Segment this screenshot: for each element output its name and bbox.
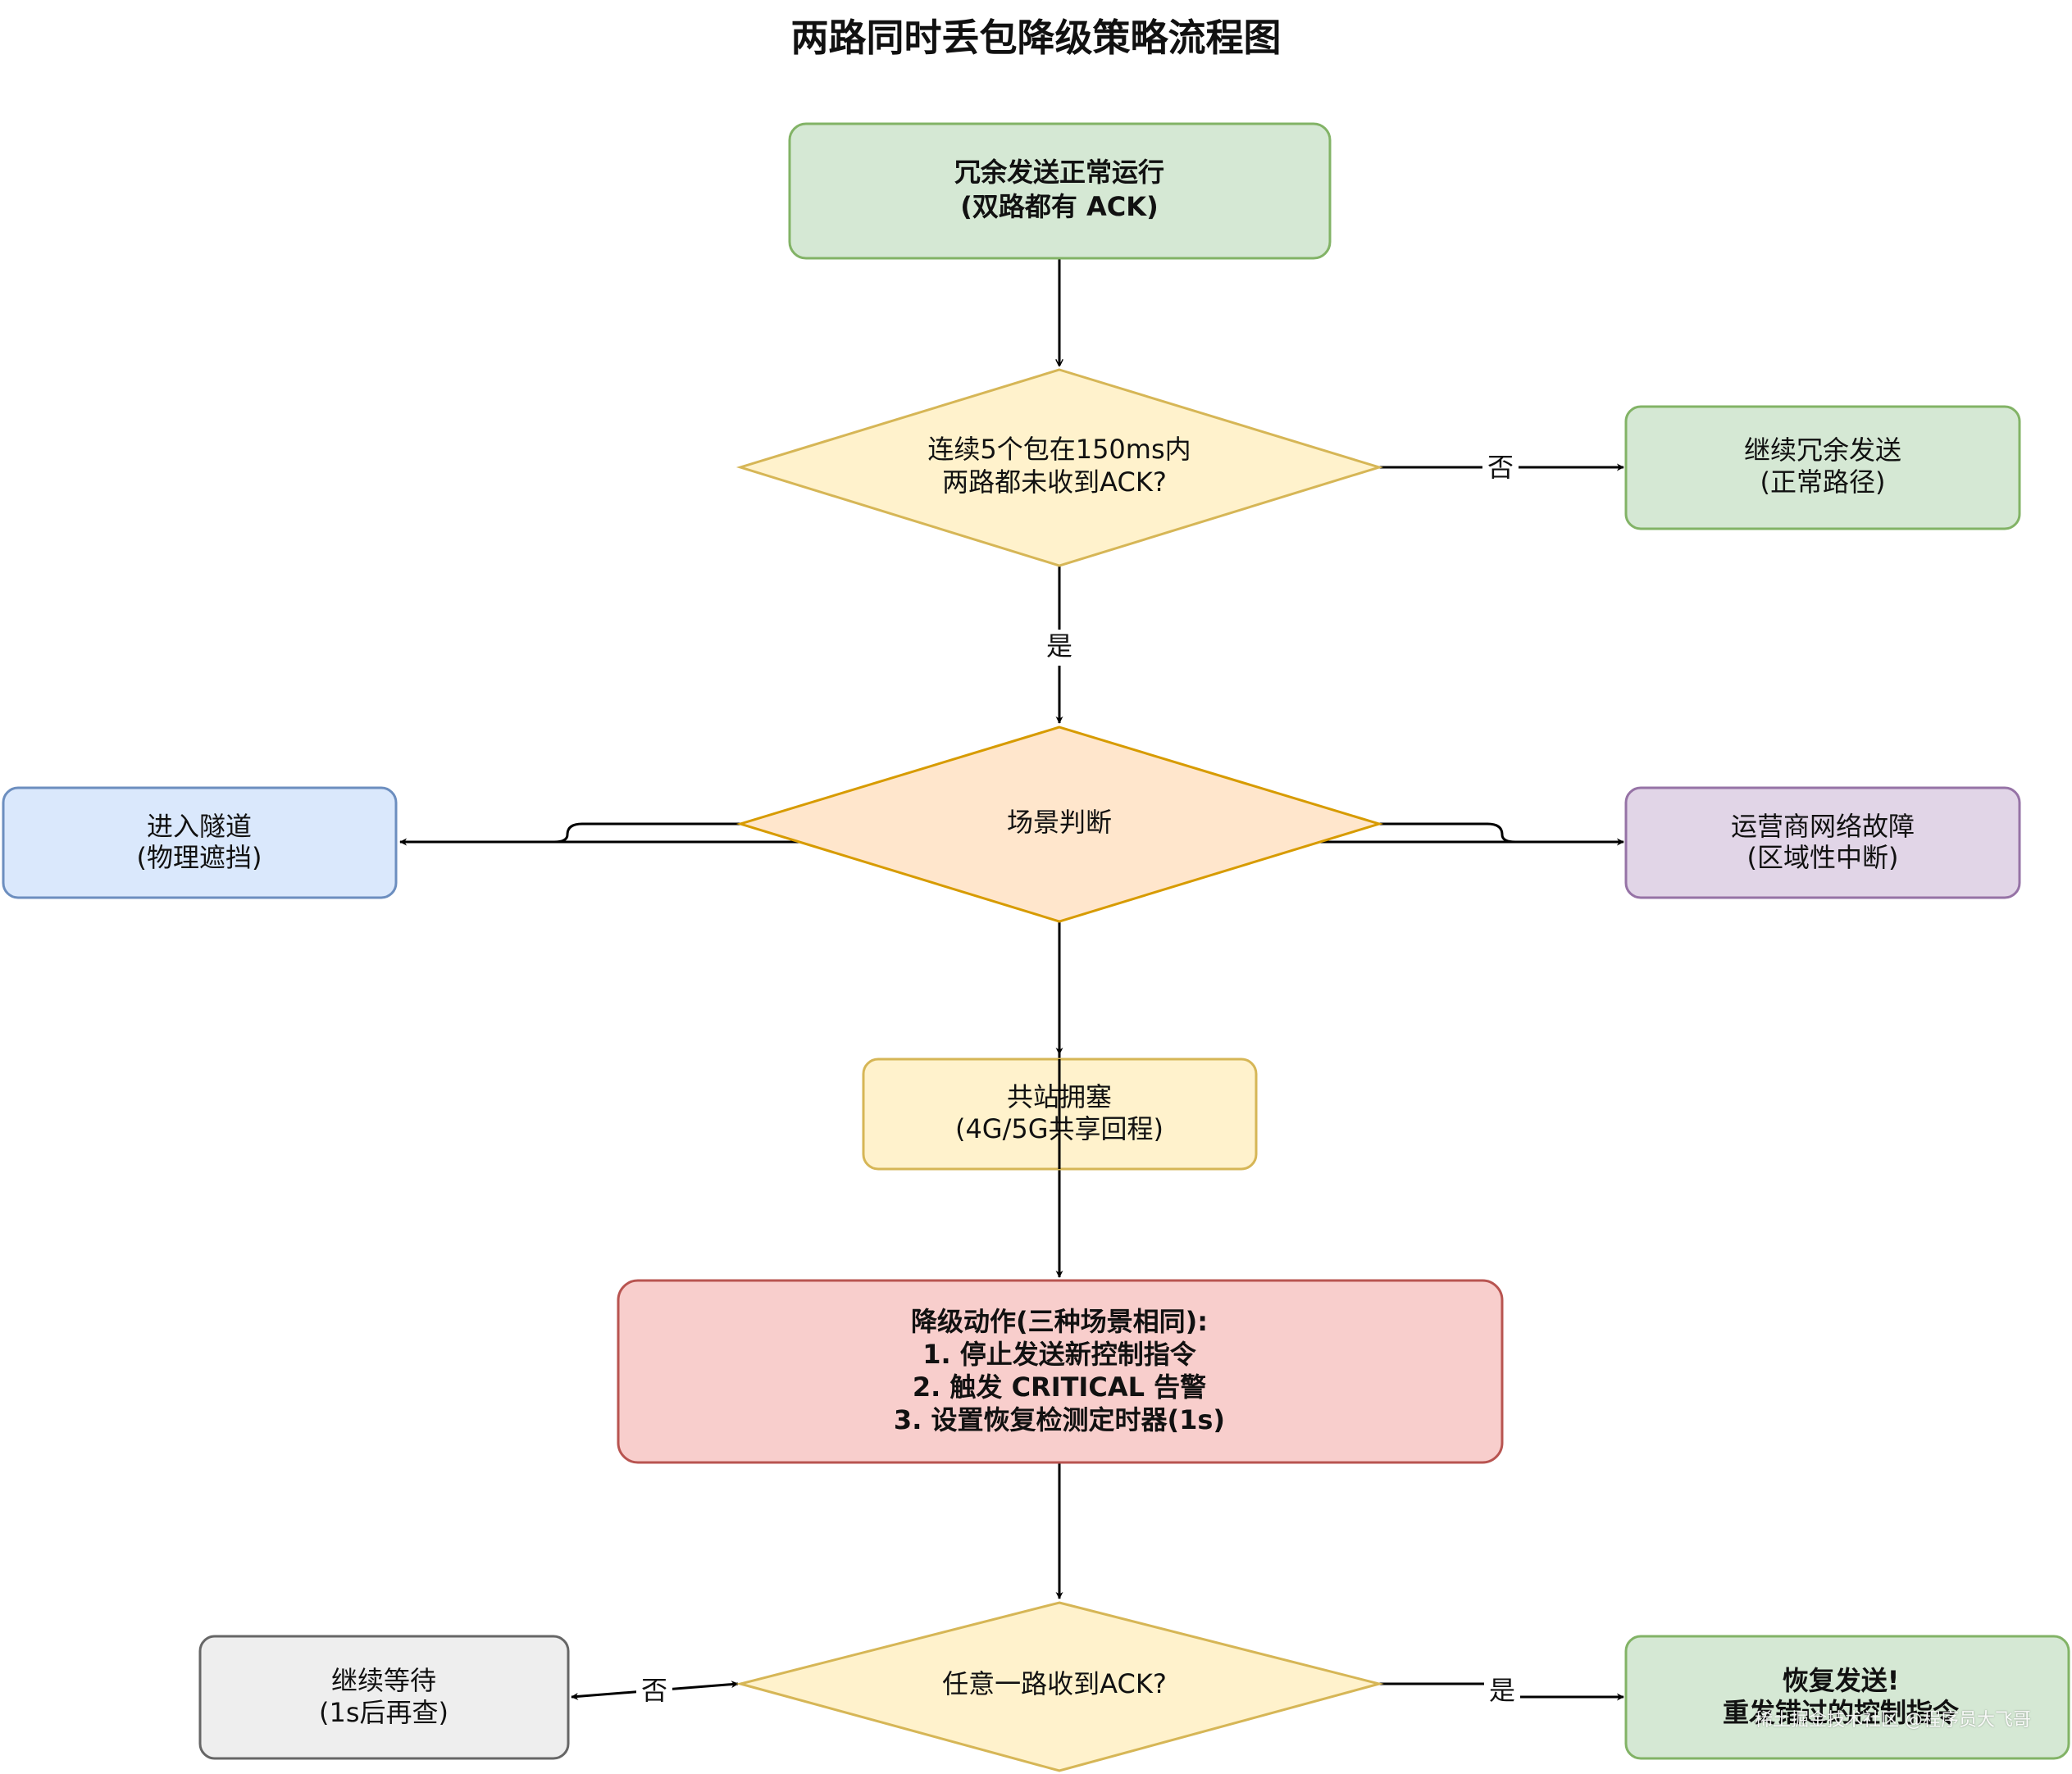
node-degrade-line-2: 1. 停止发送新控制指令 xyxy=(922,1339,1197,1370)
edge-labels: 否 是 否 是 xyxy=(636,449,1520,1710)
node-carrier-line-1: 运营商网络故障 xyxy=(1731,811,1915,842)
node-resume-line-2: 重发错过的控制指令 xyxy=(1723,1697,1960,1728)
node-decision-ack: 任意一路收到ACK? xyxy=(735,1601,1384,1772)
node-continue-redundant: 继续冗余发送 (正常路径) xyxy=(1624,405,2021,530)
node-decision-ack-label: 任意一路收到ACK? xyxy=(942,1668,1167,1699)
edge-scene-to-tunnel xyxy=(399,822,743,846)
node-degrade-line-1: 降级动作(三种场景相同): xyxy=(911,1306,1208,1337)
node-wait-line-2: (1s后再查) xyxy=(319,1697,449,1728)
edge-label-yes-bottom: 是 xyxy=(1489,1675,1515,1706)
node-resume: 恢复发送! 重发错过的控制指令 xyxy=(1624,1635,2070,1760)
node-scene-judge: 场景判断 xyxy=(735,726,1384,923)
edge-label-no-bottom: 否 xyxy=(641,1675,667,1706)
node-carrier-fault: 运营商网络故障 (区域性中断) xyxy=(1624,786,2021,899)
node-wait: 继续等待 (1s后再查) xyxy=(198,1635,570,1760)
diagram-title: 两路同时丢包降级策略流程图 xyxy=(790,16,1282,60)
node-carrier-line-2: (区域性中断) xyxy=(1747,842,1899,873)
node-degrade-line-4: 3. 设置恢复检测定时器(1s) xyxy=(894,1404,1225,1435)
node-degrade-action: 降级动作(三种场景相同): 1. 停止发送新控制指令 2. 触发 CRITICA… xyxy=(617,1279,1504,1464)
node-decision-loss: 连续5个包在150ms内 两路都未收到ACK? xyxy=(735,368,1384,567)
node-tunnel-line-1: 进入隧道 xyxy=(147,811,252,842)
node-tunnel: 进入隧道 (物理遮挡) xyxy=(2,786,398,899)
node-start-line-2: (双路都有 ACK) xyxy=(960,191,1158,222)
node-tunnel-line-2: (物理遮挡) xyxy=(137,842,262,873)
node-scene-judge-label: 场景判断 xyxy=(1007,807,1112,838)
node-start-line-1: 冗余发送正常运行 xyxy=(954,157,1164,188)
node-start: 冗余发送正常运行 (双路都有 ACK) xyxy=(788,122,1332,260)
node-degrade-line-3: 2. 触发 CRITICAL 告警 xyxy=(913,1371,1206,1403)
node-decision-loss-line-1: 连续5个包在150ms内 xyxy=(927,434,1191,465)
node-decision-loss-line-2: 两路都未收到ACK? xyxy=(942,466,1167,498)
node-resume-line-1: 恢复发送! xyxy=(1783,1665,1900,1696)
node-continue-line-1: 继续冗余发送 xyxy=(1744,434,1901,466)
edge-scene-to-carrier xyxy=(1379,822,1624,846)
edge-label-no-top: 否 xyxy=(1487,452,1514,483)
node-continue-line-2: (正常路径) xyxy=(1760,466,1886,498)
watermark: 稀土掘金技术社区 @程序员大飞哥 xyxy=(1755,1710,2031,1731)
edge-label-yes-mid: 是 xyxy=(1046,630,1072,662)
node-wait-line-1: 继续等待 xyxy=(331,1665,436,1696)
